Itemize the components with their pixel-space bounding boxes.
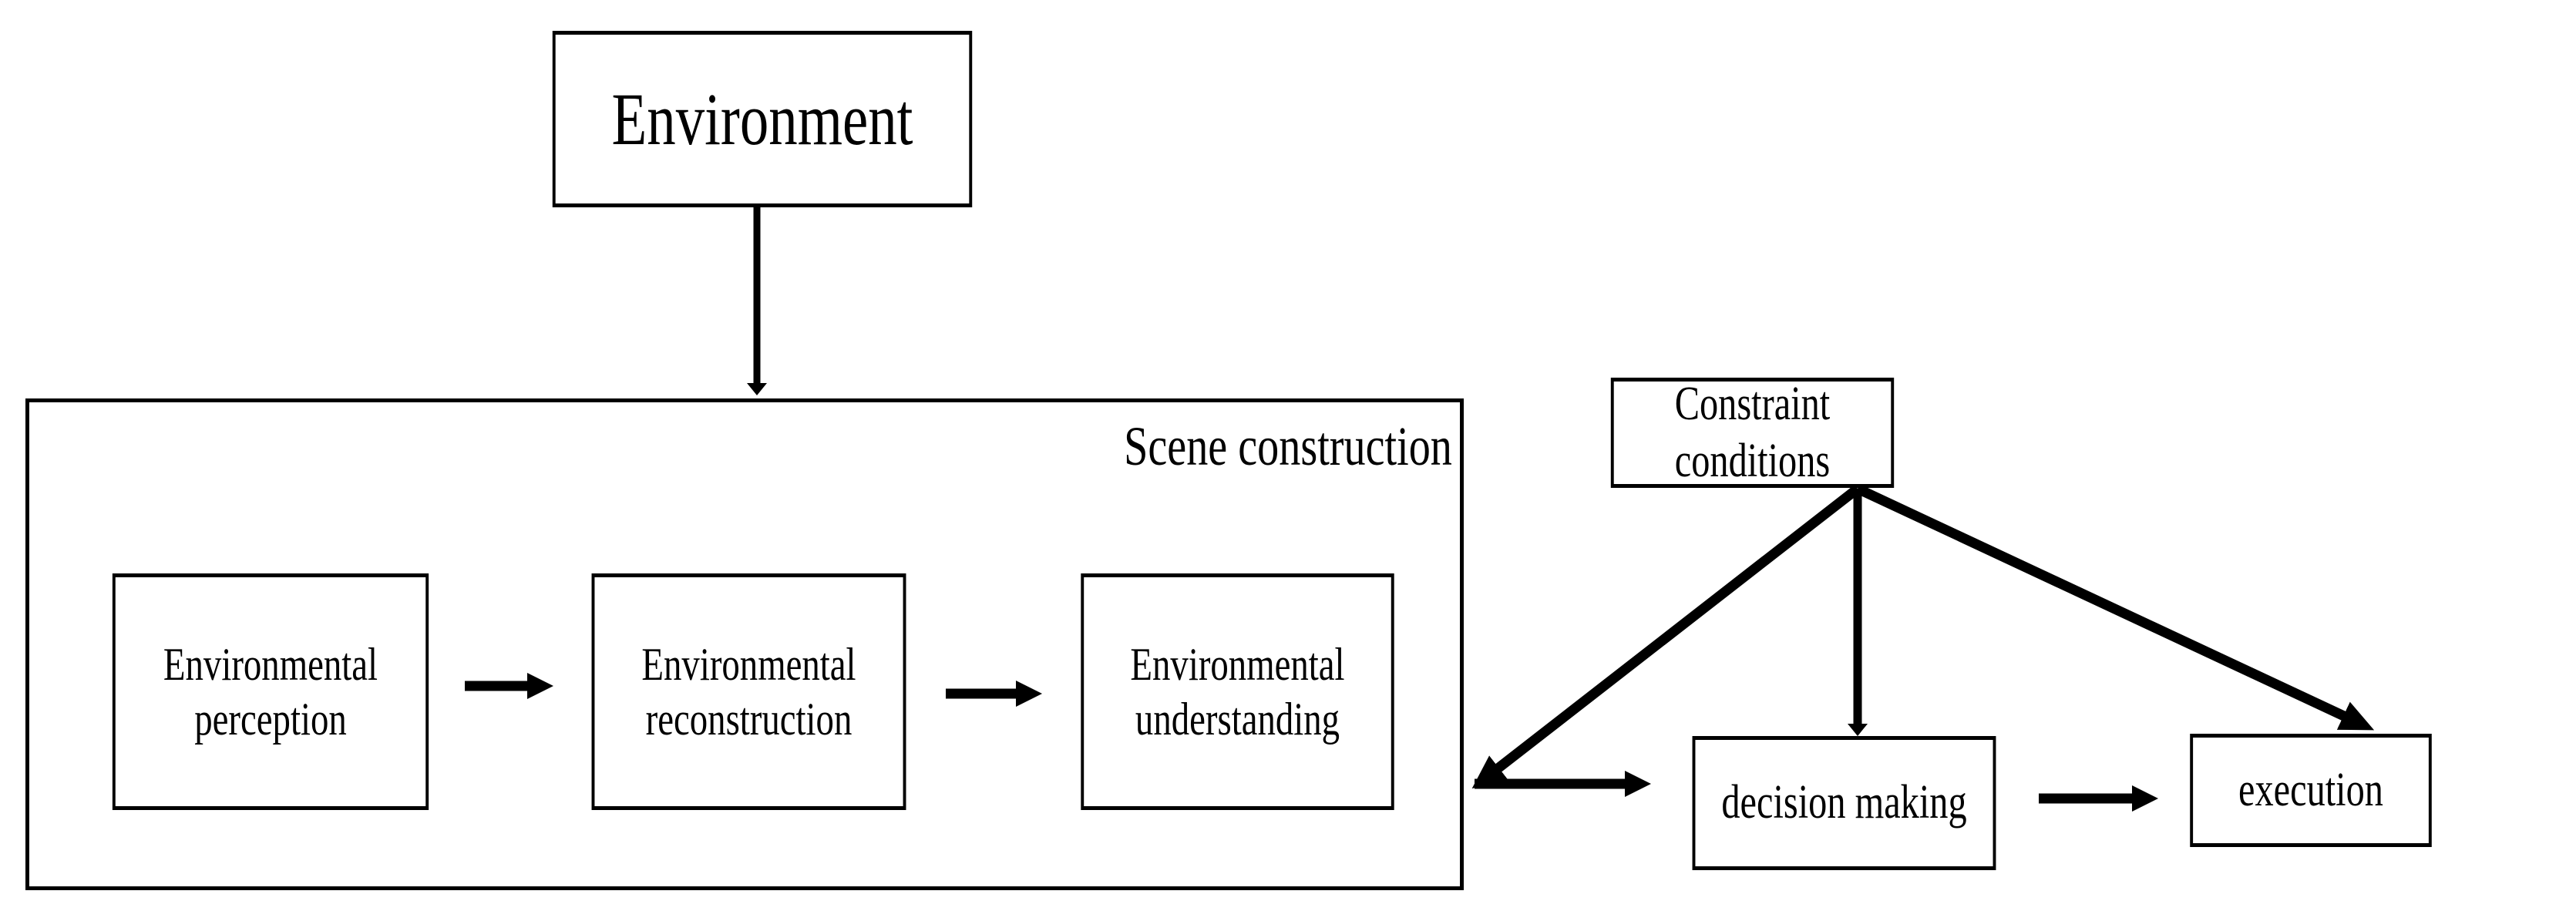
node-environmental-reconstruction[interactable]: Environmental reconstruction bbox=[591, 573, 906, 810]
node-decision-making[interactable]: decision making bbox=[1692, 736, 1996, 870]
node-execution[interactable]: execution bbox=[2190, 734, 2432, 847]
group-scene-construction-title: Scene construction bbox=[1124, 415, 1452, 477]
node-environmental-understanding-label: Environmental understanding bbox=[1130, 638, 1345, 745]
edge-constraint-to-execution bbox=[1855, 484, 2375, 731]
node-environmental-perception[interactable]: Environmental perception bbox=[112, 573, 429, 810]
group-scene-construction[interactable] bbox=[25, 398, 1464, 890]
node-environmental-perception-label: Environmental perception bbox=[163, 638, 378, 745]
node-environmental-reconstruction-label: Environmental reconstruction bbox=[641, 638, 856, 745]
node-environmental-understanding[interactable]: Environmental understanding bbox=[1081, 573, 1394, 810]
node-environment-label: Environment bbox=[611, 77, 913, 160]
node-decision-making-label: decision making bbox=[1721, 776, 1967, 829]
node-constraint-conditions-label: Constraint conditions bbox=[1674, 378, 1831, 487]
node-execution-label: execution bbox=[2238, 763, 2383, 816]
node-constraint-conditions[interactable]: Constraint conditions bbox=[1610, 378, 1895, 488]
edge-constraint-to-scene-output bbox=[1471, 484, 1861, 789]
node-environment[interactable]: Environment bbox=[552, 31, 973, 207]
